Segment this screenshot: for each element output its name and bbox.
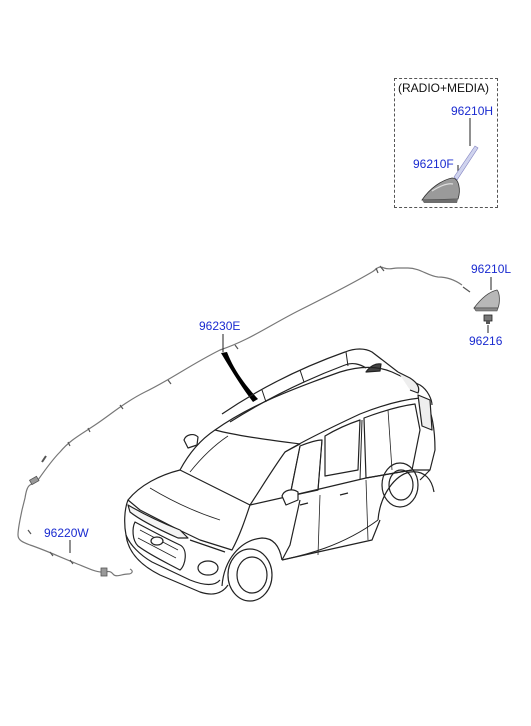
label-96220W: 96220W (44, 526, 89, 540)
option-antenna (421, 145, 479, 203)
label-96210L: 96210L (471, 262, 512, 276)
label-96210F: 96210F (413, 157, 454, 171)
pointer-wedge (221, 352, 258, 402)
label-96230E: 96230E (199, 319, 241, 333)
nut-96216 (483, 314, 493, 324)
label-96210H: 96210H (451, 104, 494, 118)
extension-cable-96220W (17, 475, 133, 577)
suv-vehicle (124, 348, 436, 602)
option-title: (RADIO+MEDIA) (398, 81, 490, 95)
shark-fin-antenna-96210L (473, 289, 500, 312)
antenna-cable-96230E (37, 265, 471, 481)
label-96216: 96216 (469, 334, 503, 348)
option-box (394, 78, 498, 208)
